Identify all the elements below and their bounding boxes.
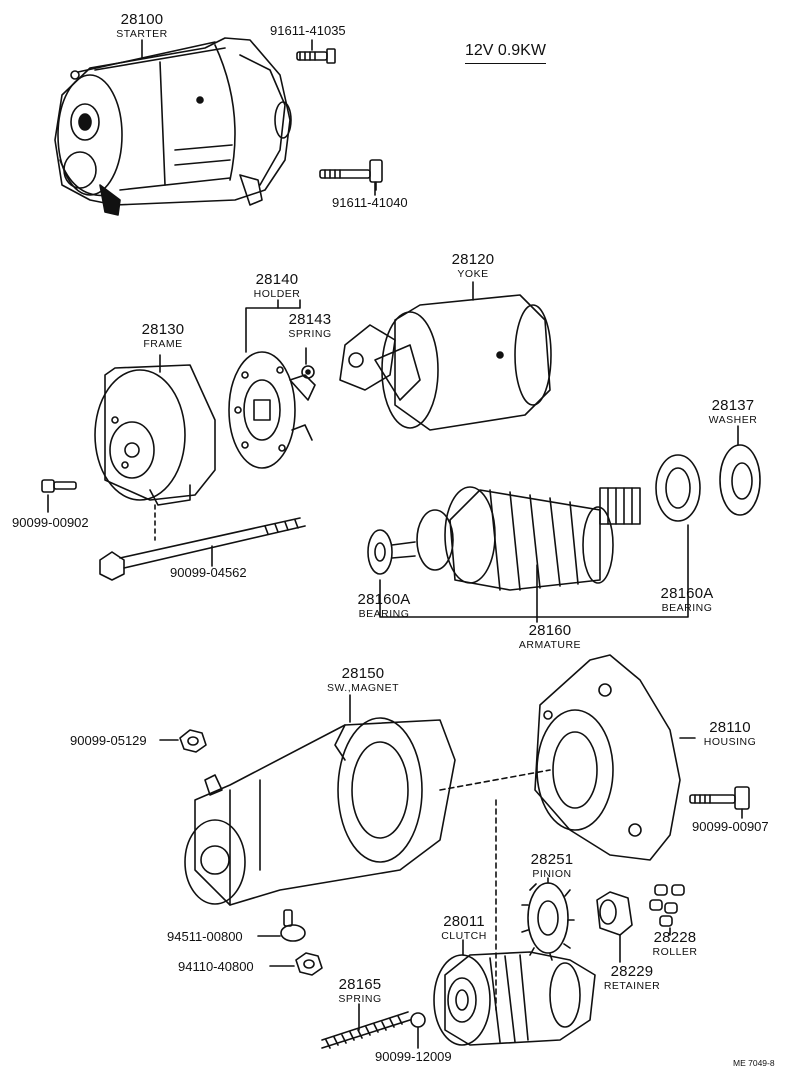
- label-sw-magnet: 28150 SW.,MAGNET: [316, 666, 410, 694]
- nut-top-drawing: [179, 729, 207, 753]
- label-spring-b: 28143 SPRING: [280, 312, 340, 340]
- part-number: 28110: [709, 719, 751, 736]
- part-number: 28160A: [357, 591, 411, 608]
- roller-drawing: [649, 884, 685, 927]
- bearing-right-drawing: [655, 454, 701, 522]
- part-number: 28100: [120, 11, 164, 28]
- part-name: PINION: [532, 868, 572, 880]
- frame-drawing: [94, 364, 216, 506]
- label-bearing-left: 28160A BEARING: [352, 592, 416, 620]
- label-spring-c: 28165 SPRING: [330, 977, 390, 1005]
- part-name: YOKE: [457, 268, 489, 280]
- label-nut-small: 94110-40800: [178, 959, 254, 974]
- bolt-b-drawing: [319, 159, 383, 191]
- label-bearing-right: 28160A BEARING: [652, 586, 722, 614]
- part-number: 28137: [711, 397, 755, 414]
- part-number: 28120: [451, 251, 495, 268]
- yoke-drawing: [339, 294, 552, 431]
- part-number: 28165: [338, 976, 382, 993]
- part-name: BEARING: [358, 608, 410, 620]
- part-name: FRAME: [143, 338, 183, 350]
- label-washer: 28137 WASHER: [700, 398, 766, 426]
- leader-sw-housing: [439, 769, 551, 791]
- label-starter: 28100 STARTER: [110, 12, 174, 40]
- clutch-drawing: [433, 951, 596, 1046]
- housing-drawing: [534, 654, 681, 861]
- washer-drawing: [719, 444, 761, 516]
- label-screw: 90099-00902: [12, 515, 89, 530]
- part-name: SW.,MAGNET: [326, 682, 400, 694]
- drawing-code: ME 7049-8: [733, 1058, 775, 1068]
- leader-armature-bracket: [379, 524, 689, 618]
- part-name: WASHER: [708, 414, 758, 426]
- label-bolt-b: 91611-41040: [332, 195, 408, 210]
- label-roller: 28228 ROLLER: [640, 930, 710, 958]
- part-name: BEARING: [661, 602, 713, 614]
- part-number: 28228: [653, 929, 697, 946]
- label-clutch: 28011 CLUTCH: [434, 914, 494, 942]
- diagram-title: 12V 0.9KW: [465, 42, 546, 64]
- part-name: SPRING: [338, 993, 382, 1005]
- thru-bolt-drawing: [99, 517, 306, 581]
- spring-c-drawing: [321, 1011, 411, 1049]
- part-number: 28150: [341, 665, 385, 682]
- part-name: HOLDER: [253, 288, 301, 300]
- starter-assembly-drawing: [54, 37, 292, 216]
- part-name: HOUSING: [703, 736, 757, 748]
- leader-holder: [245, 299, 301, 353]
- label-ball: 90099-12009: [375, 1049, 452, 1064]
- label-nut-top: 90099-05129: [70, 733, 147, 748]
- label-thru-bolt: 90099-04562: [170, 565, 247, 580]
- washer-small-drawing: [280, 909, 306, 942]
- label-bolt-a: 91611-41035: [270, 23, 346, 38]
- part-number: 28011: [443, 913, 485, 930]
- bolt-housing-drawing: [689, 786, 750, 810]
- holder-drawing: [228, 351, 316, 469]
- part-number: 28160A: [660, 585, 714, 602]
- label-yoke: 28120 YOKE: [443, 252, 503, 280]
- armature-drawing: [367, 486, 641, 591]
- part-name: ROLLER: [652, 946, 698, 958]
- part-number: 28229: [610, 963, 654, 980]
- part-name: STARTER: [116, 28, 168, 40]
- screw-drawing: [41, 479, 77, 493]
- part-number: 28130: [141, 321, 185, 338]
- part-name: ARMATURE: [518, 639, 582, 651]
- label-washer-small: 94511-00800: [167, 929, 243, 944]
- part-name: CLUTCH: [441, 930, 487, 942]
- spring-b-drawing: [301, 365, 315, 379]
- retainer-drawing: [596, 891, 633, 936]
- label-pinion: 28251 PINION: [522, 852, 582, 880]
- part-name: RETAINER: [603, 980, 661, 992]
- part-number: 28143: [288, 311, 332, 328]
- part-number: 28140: [255, 271, 299, 288]
- sw-magnet-drawing: [184, 717, 456, 906]
- label-housing: 28110 HOUSING: [694, 720, 766, 748]
- ball-drawing: [410, 1012, 426, 1028]
- part-number: 28251: [530, 851, 574, 868]
- bolt-a-drawing: [296, 48, 336, 64]
- part-name: SPRING: [288, 328, 332, 340]
- pinion-drawing: [521, 882, 575, 961]
- label-retainer: 28229 RETAINER: [594, 964, 670, 992]
- label-armature: 28160 ARMATURE: [505, 623, 595, 651]
- label-holder: 28140 HOLDER: [247, 272, 307, 300]
- part-number: 28160: [528, 622, 572, 639]
- label-bolt-housing: 90099-00907: [692, 819, 769, 834]
- nut-small-drawing: [295, 952, 323, 976]
- label-frame: 28130 FRAME: [133, 322, 193, 350]
